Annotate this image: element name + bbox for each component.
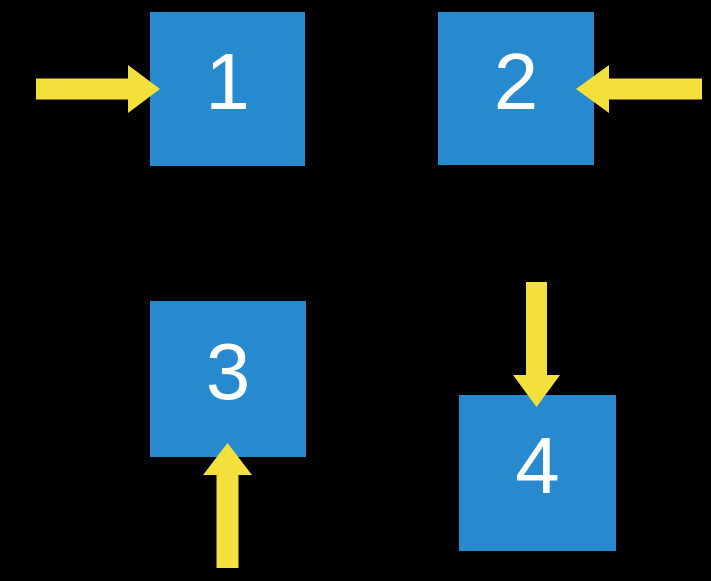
square-2-label: 2 bbox=[493, 36, 539, 126]
square-3-label: 3 bbox=[205, 327, 251, 416]
square-1: 1 bbox=[150, 12, 305, 166]
up-arrow-icon bbox=[203, 443, 252, 568]
square-4-label: 4 bbox=[515, 421, 560, 510]
square-3: 3 bbox=[150, 301, 306, 457]
right-arrow-icon bbox=[36, 65, 160, 113]
left-arrow-icon bbox=[576, 65, 702, 113]
square-1-label: 1 bbox=[205, 37, 250, 126]
square-4: 4 bbox=[459, 395, 616, 551]
square-2: 2 bbox=[438, 12, 594, 165]
down-arrow-icon bbox=[513, 282, 560, 407]
